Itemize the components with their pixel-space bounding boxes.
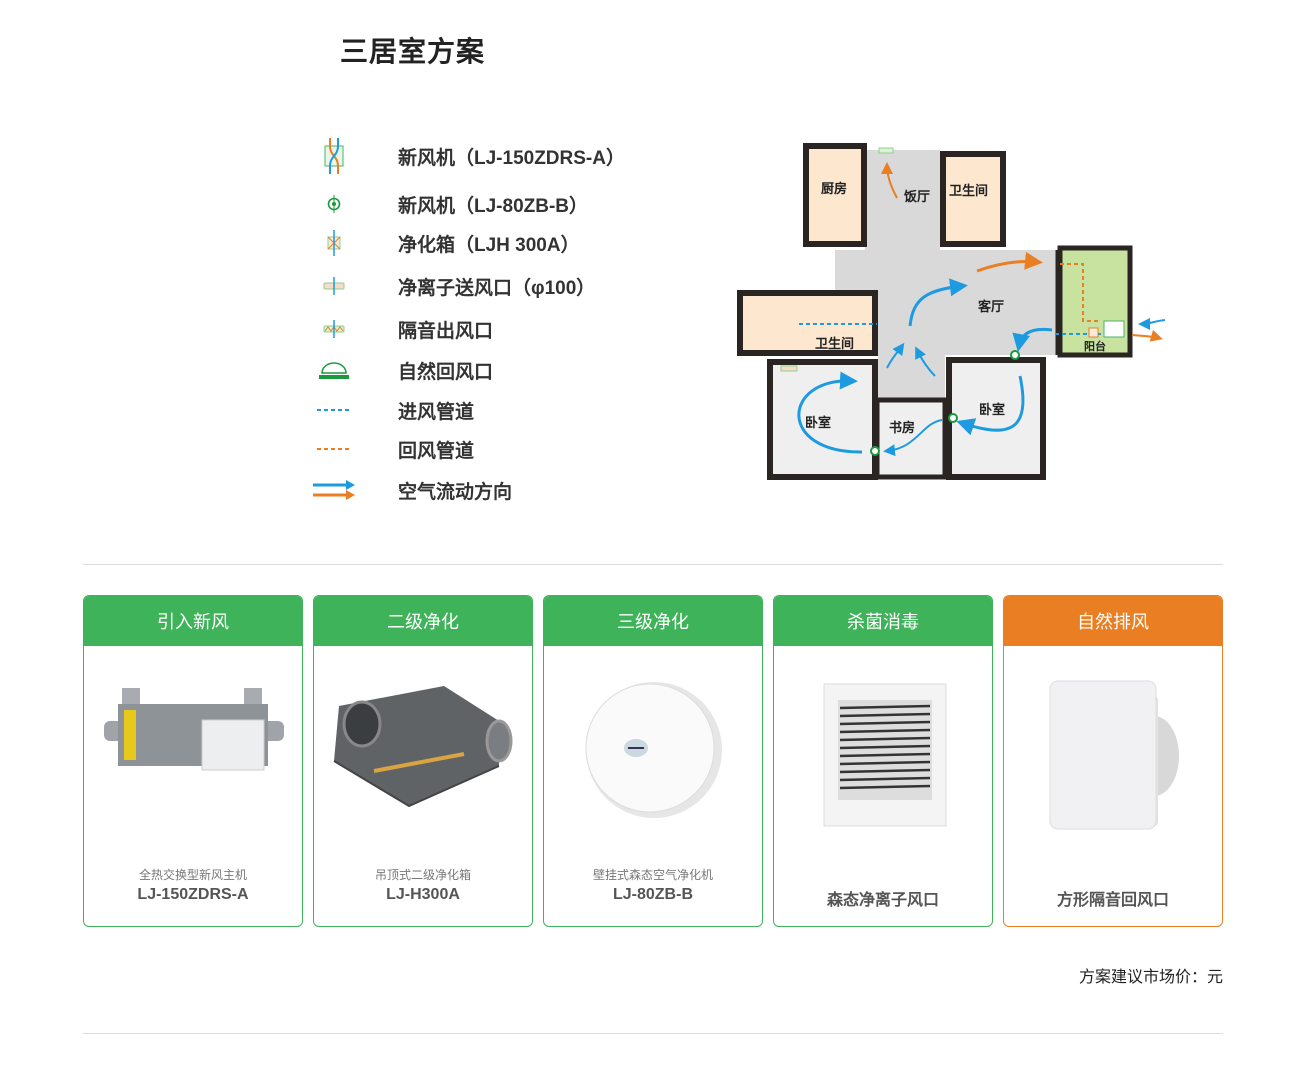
card-subtitle: 壁挂式森态空气净化机 — [592, 868, 713, 882]
room-label-balcony: 阳台 — [1084, 339, 1106, 353]
bathroom-left-room — [737, 290, 878, 356]
room-label-living: 客厅 — [978, 299, 1004, 314]
product-image-erv — [84, 666, 302, 846]
product-image-square-vent — [1004, 666, 1222, 846]
room-label-kitchen: 厨房 — [821, 181, 847, 196]
product-card[interactable]: 三级净化 壁挂式森态空气净化机 LJ-80ZB-B — [543, 595, 763, 927]
bedroom-right-room — [946, 357, 1046, 480]
legend-item: 净化箱（LJH 300A） — [310, 228, 670, 258]
legend-item: 新风机（LJ-150ZDRS-A） — [310, 138, 670, 174]
legend-label: 进风管道 — [398, 401, 475, 423]
legend-item: 新风机（LJ-80ZB-B） — [310, 189, 670, 219]
legend-item: 进风管道 — [310, 395, 670, 425]
ion-supply-vent-icon — [310, 271, 358, 301]
price-label: 方案建议市场价：元 — [1078, 969, 1223, 986]
purifier-box-icon — [310, 228, 358, 258]
legend-label: 净化箱（LJH 300A） — [398, 234, 580, 256]
kitchen-room — [803, 143, 867, 247]
card-subtitle: 全热交换型新风主机 — [138, 868, 247, 882]
product-image-purifier-box — [314, 666, 532, 846]
legend-label: 隔音出风口 — [398, 320, 494, 342]
legend-label: 新风机（LJ-80ZB-B） — [398, 195, 589, 217]
card-model: LJ-H300A — [386, 886, 460, 903]
legend-label: 回风管道 — [398, 440, 475, 462]
floor-plan: 厨房 饭厅 卫生间 客厅 卫生间 阳台 卧室 书房 卧室 — [737, 143, 1166, 480]
product-image-ion-vent — [774, 666, 992, 846]
legend-label: 新风机（LJ-150ZDRS-A） — [398, 147, 625, 169]
divider — [83, 1033, 1223, 1034]
fan-unit-icon — [310, 189, 358, 219]
return-duct-icon — [310, 434, 358, 464]
rooms — [737, 143, 1133, 480]
page-title: 三居室方案 — [340, 36, 486, 67]
product-card[interactable]: 杀菌消毒 森态净离子风口 — [773, 595, 993, 927]
room-label-bedroom: 卧室 — [805, 415, 831, 430]
room-label-bathroom: 卫生间 — [815, 336, 854, 351]
legend-label: 净离子送风口（φ100） — [398, 277, 596, 299]
airflow-arrows-icon — [310, 475, 358, 505]
equipment — [780, 147, 1125, 456]
legend-label: 空气流动方向 — [398, 481, 513, 503]
room-label-dining: 饭厅 — [903, 189, 930, 204]
product-card[interactable]: 引入新风 全热交换型新风主机 LJ-150ZDRS-A — [83, 595, 303, 927]
card-header: 杀菌消毒 — [774, 596, 992, 646]
airflow-arrows — [797, 162, 1166, 457]
room-label-bedroom: 卧室 — [979, 402, 1005, 417]
divider — [83, 564, 1223, 565]
natural-return-vent-icon — [310, 355, 358, 385]
legend-label: 自然回风口 — [398, 361, 494, 383]
product-card[interactable]: 二级净化 吊顶式二级净化箱 LJ-H300A — [313, 595, 533, 927]
silent-outlet-icon — [310, 314, 358, 344]
bathroom-top-room — [940, 151, 1006, 247]
legend-item: 自然回风口 — [310, 355, 670, 385]
card-model: 森态净离子风口 — [826, 892, 939, 909]
card-header: 引入新风 — [84, 596, 302, 646]
card-model: LJ-150ZDRS-A — [137, 886, 249, 903]
card-header: 三级净化 — [544, 596, 762, 646]
legend-item: 回风管道 — [310, 434, 670, 464]
room-label-study: 书房 — [889, 420, 915, 435]
room-label-bathroom: 卫生间 — [949, 183, 988, 198]
legend-item: 净离子送风口（φ100） — [310, 271, 670, 301]
legend-item: 隔音出风口 — [310, 314, 670, 344]
card-subtitle: 吊顶式二级净化箱 — [374, 868, 471, 882]
room-labels: 厨房 饭厅 卫生间 客厅 卫生间 阳台 卧室 书房 卧室 — [805, 181, 1106, 435]
heat-exchanger-icon — [310, 138, 358, 174]
legend-item: 空气流动方向 — [310, 475, 670, 505]
product-image-wall-purifier — [544, 666, 762, 846]
card-header: 自然排风 — [1004, 596, 1222, 646]
product-card[interactable]: 自然排风 方形隔音回风口 — [1003, 595, 1223, 927]
study-room — [874, 397, 948, 480]
card-model: 方形隔音回风口 — [1056, 892, 1169, 909]
card-model: LJ-80ZB-B — [612, 886, 693, 903]
card-header: 二级净化 — [314, 596, 532, 646]
supply-duct-icon — [310, 395, 358, 425]
